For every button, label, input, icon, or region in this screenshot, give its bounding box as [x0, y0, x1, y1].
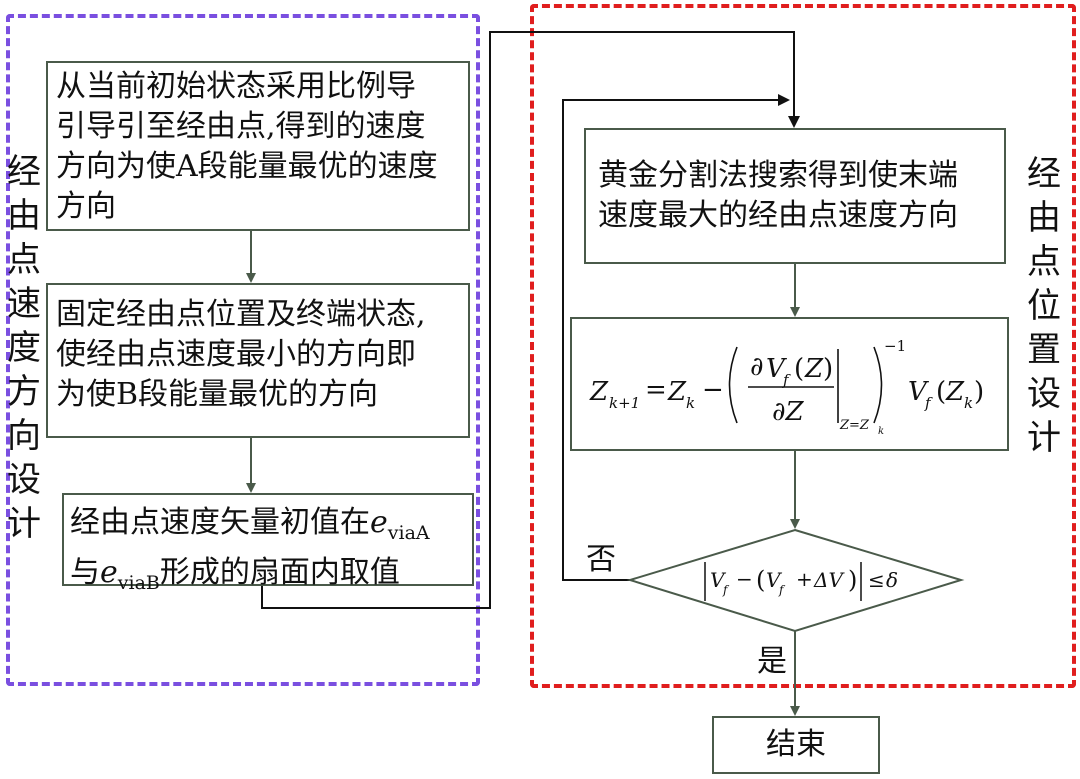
end-text: 结束 — [766, 727, 826, 762]
formula-z: Z — [667, 377, 687, 407]
step-c-text3: 形成的扇面内取值 — [159, 555, 400, 590]
step-c-text2: 与 — [70, 555, 100, 590]
branch-label-no: 否 — [586, 542, 616, 577]
step-d-text: 黄金分割法搜索得到使末端 速度最大的经由点速度方向 — [598, 158, 958, 233]
formula-lp2: ( — [936, 377, 946, 407]
formula-lhs-sub: k+1 — [609, 394, 640, 412]
region-label-position: 经由点位置设计 — [1027, 154, 1061, 458]
step-proportional-guidance-box: 从当前初始状态采用比例导 引导引至经由点,得到的速度 方向为使A段能量最优的速度… — [46, 61, 470, 231]
formula-numer-sub: f — [782, 371, 791, 389]
formula-z-sub: k — [686, 394, 695, 412]
formula-eval-at: Z=Z — [839, 418, 870, 433]
formula-rhs-var: V — [908, 377, 929, 407]
region-label-velocity-direction: 经由点速度方向设计 — [7, 152, 41, 544]
formula-minus: − — [702, 375, 724, 405]
decision-diamond — [626, 528, 965, 633]
end-box: 结束 — [712, 716, 880, 774]
arrow-c-to-d — [261, 31, 800, 609]
step-c-line2: 与eviaB形成的扇面内取值 — [70, 553, 468, 603]
step-c-text1: 经由点速度矢量初值在 — [70, 505, 370, 540]
step-c-sub1: viaA — [387, 522, 430, 544]
update-formula: Z k+1 = Z k − ∂ V f ( Z ) ∂Z Z=Z k −1 V … — [589, 337, 984, 437]
region-position-design — [530, 4, 1076, 688]
formula-lhs: Z — [589, 377, 609, 407]
step-newton-update-box: Z k+1 = Z k − ∂ V f ( Z ) ∂Z Z=Z k −1 V … — [570, 317, 1009, 451]
formula-rhs-arg-sub: k — [964, 394, 973, 412]
formula-eval-sub: k — [878, 426, 884, 437]
arrow-loop-no — [562, 94, 790, 581]
formula-rhs-arg: Z — [945, 377, 965, 407]
formula-numer-arg: Z — [804, 354, 824, 384]
formula-numer-var: V — [766, 354, 787, 384]
step-c-line1: 经由点速度矢量初值在eviaA — [70, 503, 468, 553]
step-c-sub2: viaB — [117, 572, 160, 594]
formula-denom: ∂Z — [772, 397, 804, 427]
step-b-text: 固定经由点位置及终端状态, 使经由点速度最小的方向即 为使B段能量最优的方向 — [56, 297, 426, 412]
step-golden-section-box: 黄金分割法搜索得到使末端 速度最大的经由点速度方向 — [584, 128, 1006, 264]
formula-rp2: ) — [974, 377, 984, 407]
formula-rp1: ) — [823, 354, 833, 384]
step-a-text: 从当前初始状态采用比例导 引导引至经由点,得到的速度 方向为使A段能量最优的速度… — [56, 69, 438, 224]
step-fixed-position-box: 固定经由点位置及终端状态, 使经由点速度最小的方向即 为使B段能量最优的方向 — [46, 283, 470, 438]
step-c-var1: e — [370, 505, 388, 540]
region-velocity-direction-design — [6, 14, 480, 686]
formula-exponent: −1 — [884, 337, 906, 355]
step-c-var2: e — [100, 555, 118, 590]
formula-rhs-sub: f — [924, 394, 933, 412]
formula-lp1: ( — [794, 354, 804, 384]
formula-partial: ∂ — [750, 352, 763, 382]
step-initial-value-box: 经由点速度矢量初值在eviaA 与eviaB形成的扇面内取值 — [62, 493, 474, 594]
formula-eq: = — [645, 375, 667, 405]
branch-label-yes: 是 — [757, 644, 787, 679]
